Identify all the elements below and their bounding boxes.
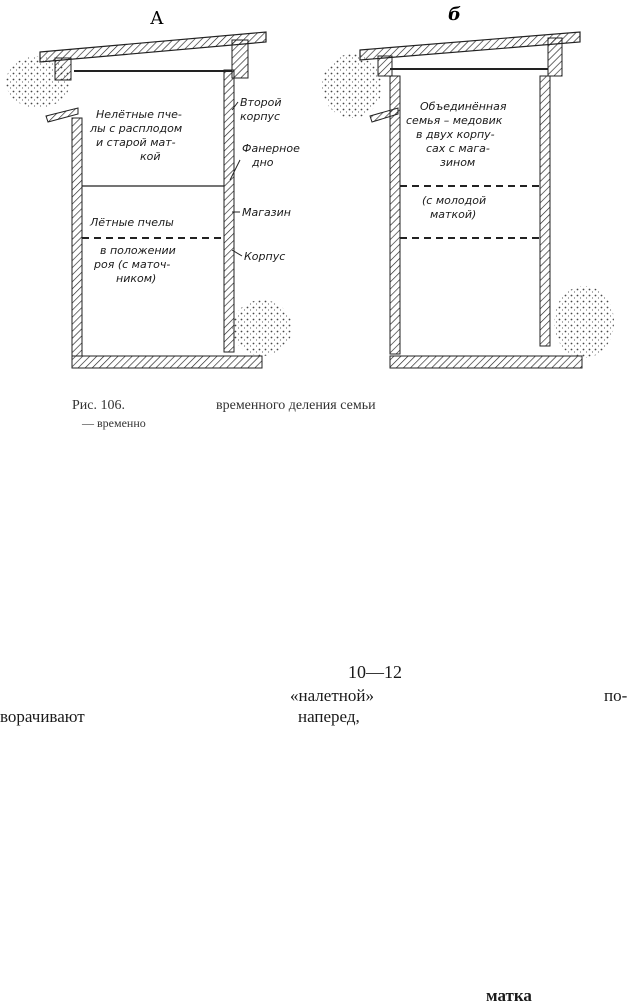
text-bottom-word: матка [486, 986, 532, 1005]
svg-text:в положении: в положении [100, 244, 176, 257]
svg-text:маткой): маткой) [430, 208, 476, 221]
panel-a-side-labels: Второй корпус Фанерное дно Магазин Корпу… [229, 96, 300, 263]
text-hyphen-start: по- [604, 686, 628, 705]
panel-b-hive: Объединённая семья – медовик в двух корп… [322, 31, 614, 369]
svg-text:Фанерное: Фанерное [242, 142, 300, 155]
panel-a-bottom-text: Лётные пчелы в положении роя (с маточ- н… [89, 216, 176, 285]
svg-text:Корпус: Корпус [244, 250, 285, 263]
panel-b-label: б [448, 4, 461, 25]
svg-text:корпус: корпус [240, 110, 280, 123]
text-line2-mid: наперед, [298, 707, 360, 726]
svg-text:семья – медовик: семья – медовик [406, 114, 503, 127]
panel-a-label: А [150, 8, 164, 29]
figure-caption-title: временного деления семьи [216, 398, 376, 413]
svg-text:роя (с маточ-: роя (с маточ- [93, 258, 170, 271]
panel-a-hive: Нелётные пче- лы с расплодом и старой ма… [6, 31, 300, 369]
hive-division-figure: А Нелётные пче- лы с расплодом и старой … [6, 4, 614, 369]
panel-a-top-text: Нелётные пче- лы с расплодом и старой ма… [89, 108, 182, 163]
text-quoted: «налетной» [290, 686, 374, 705]
panel-b-top-text: Объединённая семья – медовик в двух корп… [406, 100, 507, 169]
figure-caption-number: Рис. 106. [72, 398, 125, 413]
svg-text:и старой мат-: и старой мат- [96, 136, 176, 149]
svg-text:Магазин: Магазин [242, 206, 291, 219]
panel-b-mid-text: (с молодой маткой) [422, 194, 486, 221]
svg-text:лы с расплодом: лы с расплодом [89, 122, 182, 135]
svg-text:Лётные пчелы: Лётные пчелы [89, 216, 174, 229]
svg-text:Нелётные пче-: Нелётные пче- [96, 108, 182, 121]
text-line2-left: ворачивают [0, 707, 85, 726]
svg-text:(с молодой: (с молодой [422, 194, 486, 207]
svg-text:Объединённая: Объединённая [420, 100, 507, 113]
text-numbers: 10—12 [348, 662, 402, 682]
svg-text:сах с мага-: сах с мага- [426, 142, 490, 155]
svg-text:Второй: Второй [240, 96, 282, 109]
svg-text:зином: зином [440, 156, 475, 169]
svg-text:в двух корпу-: в двух корпу- [416, 128, 495, 141]
figure-caption-sub: — временно [82, 416, 146, 430]
svg-text:дно: дно [251, 156, 274, 169]
svg-text:ником): ником) [116, 272, 156, 285]
svg-text:кой: кой [140, 150, 161, 163]
